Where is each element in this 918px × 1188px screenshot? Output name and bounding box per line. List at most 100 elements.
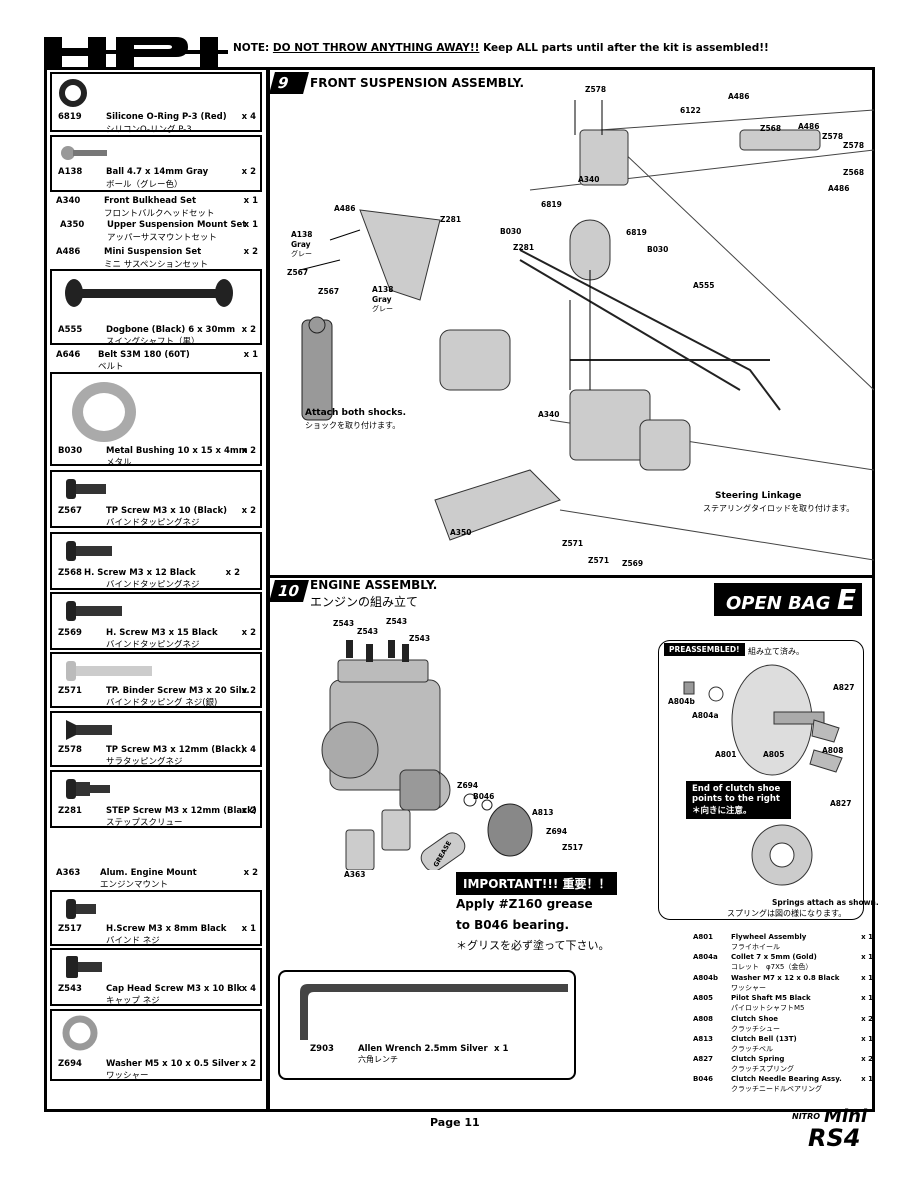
- label-z571: Z571: [562, 539, 584, 548]
- steering-linkage-jp: ステアリングタイロッドを取り付けます。: [703, 504, 855, 513]
- label-gray: Gray: [291, 240, 311, 249]
- label-z568: Z568: [843, 168, 865, 177]
- label-z567: Z567: [318, 287, 340, 296]
- open-bag-banner: OPEN BAG E: [714, 583, 862, 616]
- shocks-instruction-jp: ショックを取り付けます。: [305, 421, 401, 430]
- label-z694: Z694: [457, 781, 479, 790]
- label-a486: A486: [334, 204, 356, 213]
- wrench-qty: x 1: [494, 1044, 509, 1054]
- front-suspension-diagram: [299, 100, 874, 561]
- allen-wrench-panel: Z903 Allen Wrench 2.5mm Silver 六角レンチ x 1: [278, 970, 576, 1080]
- step-9-title: FRONT SUSPENSION ASSEMBLY.: [310, 76, 524, 90]
- cap-screw-icon: [66, 956, 102, 978]
- step-10-title: ENGINE ASSEMBLY.: [310, 578, 438, 592]
- label-a804a: A804a: [692, 711, 719, 720]
- label-z543: Z543: [386, 617, 408, 626]
- label-a363: A363: [344, 870, 366, 879]
- label-a486: A486: [728, 92, 750, 101]
- label-a138: A138: [291, 230, 313, 239]
- screw-icon: [66, 541, 112, 561]
- label-gray-jp: グレー: [372, 305, 393, 313]
- label-a801: A801: [715, 750, 737, 759]
- label-z281: Z281: [513, 243, 535, 252]
- label-a827: A827: [833, 683, 855, 692]
- screw-icon: [66, 601, 122, 621]
- page-number: Page 11: [430, 1116, 480, 1129]
- label-z578: Z578: [843, 141, 865, 150]
- preassembled-panel: [658, 640, 864, 920]
- label-a813: A813: [532, 808, 554, 817]
- apply-grease-jp: ＊グリスを必ず塗って下さい。: [456, 939, 610, 952]
- label-z543: Z543: [357, 627, 379, 636]
- engine-diagram: [321, 640, 533, 870]
- label-6819: 6819: [626, 228, 647, 237]
- label-z567: Z567: [287, 268, 309, 277]
- shocks-instruction: Attach both shocks.: [305, 408, 407, 418]
- label-z281: Z281: [440, 215, 462, 224]
- o-ring-icon: [59, 79, 87, 107]
- label-a138: A138: [372, 285, 394, 294]
- label-a486: A486: [798, 122, 820, 131]
- clutch-shoe-note: End of clutch shoe points to the right＊向…: [686, 781, 791, 819]
- wrench-name-jp: 六角レンチ: [358, 1055, 398, 1064]
- label-a808: A808: [822, 746, 844, 755]
- label-a805: A805: [763, 750, 785, 759]
- column-divider: [266, 67, 270, 1112]
- wrench-code: Z903: [310, 1044, 334, 1054]
- apply-grease-line1: Apply #Z160 grease: [456, 897, 593, 911]
- label-z571: Z571: [588, 556, 610, 565]
- label-z578: Z578: [585, 85, 607, 94]
- label-z569: Z569: [622, 559, 644, 568]
- preassembled-header-jp: 組み立て済み。: [748, 647, 804, 656]
- label-z568: Z568: [760, 124, 782, 133]
- label-gray-jp: グレー: [291, 250, 312, 258]
- screw-icon: [66, 899, 96, 919]
- allen-wrench-icon: [300, 984, 568, 1040]
- label-a340: A340: [538, 410, 560, 419]
- page-frame: [44, 67, 875, 1112]
- label-b046: B046: [473, 792, 495, 801]
- label-z578: Z578: [822, 132, 844, 141]
- preassembled-header: PREASSEMBLED!: [664, 643, 745, 656]
- label-z543: Z543: [333, 619, 355, 628]
- step-10-badge: 10: [269, 580, 309, 602]
- hpi-logo: [44, 37, 228, 67]
- washer-icon: [62, 1015, 98, 1051]
- step-divider: [266, 575, 875, 578]
- springs-note-jp: スプリングは図の様になります。: [727, 909, 847, 918]
- label-z543: Z543: [409, 634, 431, 643]
- label-a804b: A804b: [668, 697, 695, 706]
- springs-note: Springs attach as shown.: [772, 898, 879, 907]
- label-a827: A827: [830, 799, 852, 808]
- nitro-mini-rs4-logo: NITRO Mini RS4: [792, 1106, 868, 1152]
- label-6819: 6819: [541, 200, 562, 209]
- ball-stud-icon: [61, 146, 107, 160]
- label-a486: A486: [828, 184, 850, 193]
- screw-icon: [66, 479, 106, 499]
- label-a350: A350: [450, 528, 472, 537]
- label-z694: Z694: [546, 827, 568, 836]
- steering-linkage-label: Steering Linkage: [715, 491, 802, 501]
